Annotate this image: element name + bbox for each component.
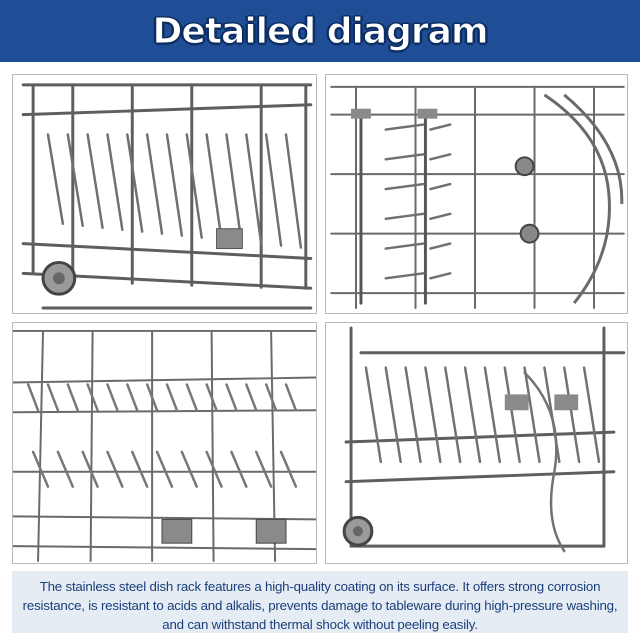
dish-rack-side-view-icon <box>21 83 313 310</box>
photo-panel-rack-tines <box>325 74 628 314</box>
dish-rack-corner-wheel-icon <box>342 326 626 553</box>
dish-rack-top-view-icon <box>13 329 316 563</box>
product-description: The stainless steel dish rack features a… <box>12 571 628 633</box>
page-title: Detailed diagram <box>152 10 489 52</box>
header-banner: Detailed diagram <box>0 0 640 62</box>
dish-rack-tine-row-icon <box>330 85 625 310</box>
photo-panel-rack-side <box>12 74 317 314</box>
photo-panel-rack-top <box>12 322 317 564</box>
photo-panel-rack-corner <box>325 322 628 564</box>
caption-text: The stainless steel dish rack features a… <box>22 579 618 632</box>
